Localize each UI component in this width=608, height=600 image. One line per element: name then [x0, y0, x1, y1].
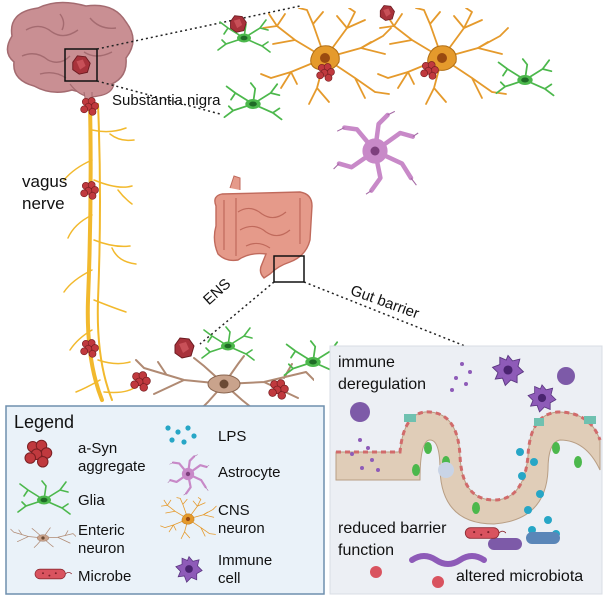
reduced-barrier-label-line2: function	[338, 542, 395, 559]
gut-zoom-line-ens	[199, 281, 275, 345]
legend-box	[5, 405, 325, 595]
brain-zoom-line-bottom	[96, 80, 221, 115]
legend-title: Legend	[14, 412, 75, 432]
altered-microbiota-label: altered microbiota	[456, 568, 584, 585]
gut-zoom-box	[273, 255, 305, 283]
vagus-nerve	[63, 102, 137, 402]
legend-item-enteric-line1: Enteric	[78, 522, 125, 539]
legend-item-astrocyte: Astrocyte	[218, 464, 281, 481]
legend-item-glia: Glia	[78, 492, 105, 509]
asyn-blob-icon	[379, 5, 395, 21]
legend-item-cns-line2: neuron	[218, 520, 265, 537]
asyn-aggregate-icon	[80, 97, 99, 116]
asyn-aggregate-icon	[80, 339, 99, 358]
asyn-aggregate-icon	[130, 371, 151, 392]
brain-zoom-box	[64, 48, 98, 82]
enteric-neuron-icon	[135, 355, 314, 411]
gut-barrier-inset	[329, 345, 603, 595]
legend-item-asyn-line2: aggregate	[78, 458, 146, 475]
legend-item-immune-line2: cell	[218, 570, 241, 587]
legend-item-asyn-line1: a-Syn	[78, 440, 118, 457]
glia-icon	[201, 326, 255, 361]
cns-neuron-icon	[377, 8, 509, 105]
asyn-blob-icon	[174, 337, 195, 359]
legend-item-enteric-line2: neuron	[78, 540, 125, 557]
vagus-nerve-label-line1: vagus	[22, 172, 68, 191]
glia-icon	[495, 58, 555, 97]
immune-deregulation-label-line1: immune	[338, 354, 395, 371]
legend-item-cns-line1: CNS	[218, 502, 250, 519]
legend-item-immune-line1: Immune	[218, 552, 273, 569]
asyn-aggregate-icon	[268, 379, 289, 400]
immune-deregulation-label-line2: deregulation	[338, 376, 427, 393]
substantia-nigra-label: Substantia nigra	[112, 92, 221, 109]
reduced-barrier-label-line1: reduced barrier	[338, 520, 447, 537]
glia-icon	[223, 82, 283, 121]
cns-neuron-icon	[260, 8, 392, 105]
astrocyte-icon	[334, 111, 419, 194]
vagus-nerve-label-line2: nerve	[22, 194, 65, 213]
legend-item-microbe: Microbe	[78, 568, 132, 585]
asyn-aggregate-icon	[80, 181, 99, 200]
gut-zoom-line-barrier	[303, 281, 471, 349]
gut-illustration	[213, 175, 313, 279]
brain-illustration	[6, 1, 134, 105]
legend-lps-icon	[165, 425, 197, 445]
legend-item-lps: LPS	[218, 428, 247, 445]
